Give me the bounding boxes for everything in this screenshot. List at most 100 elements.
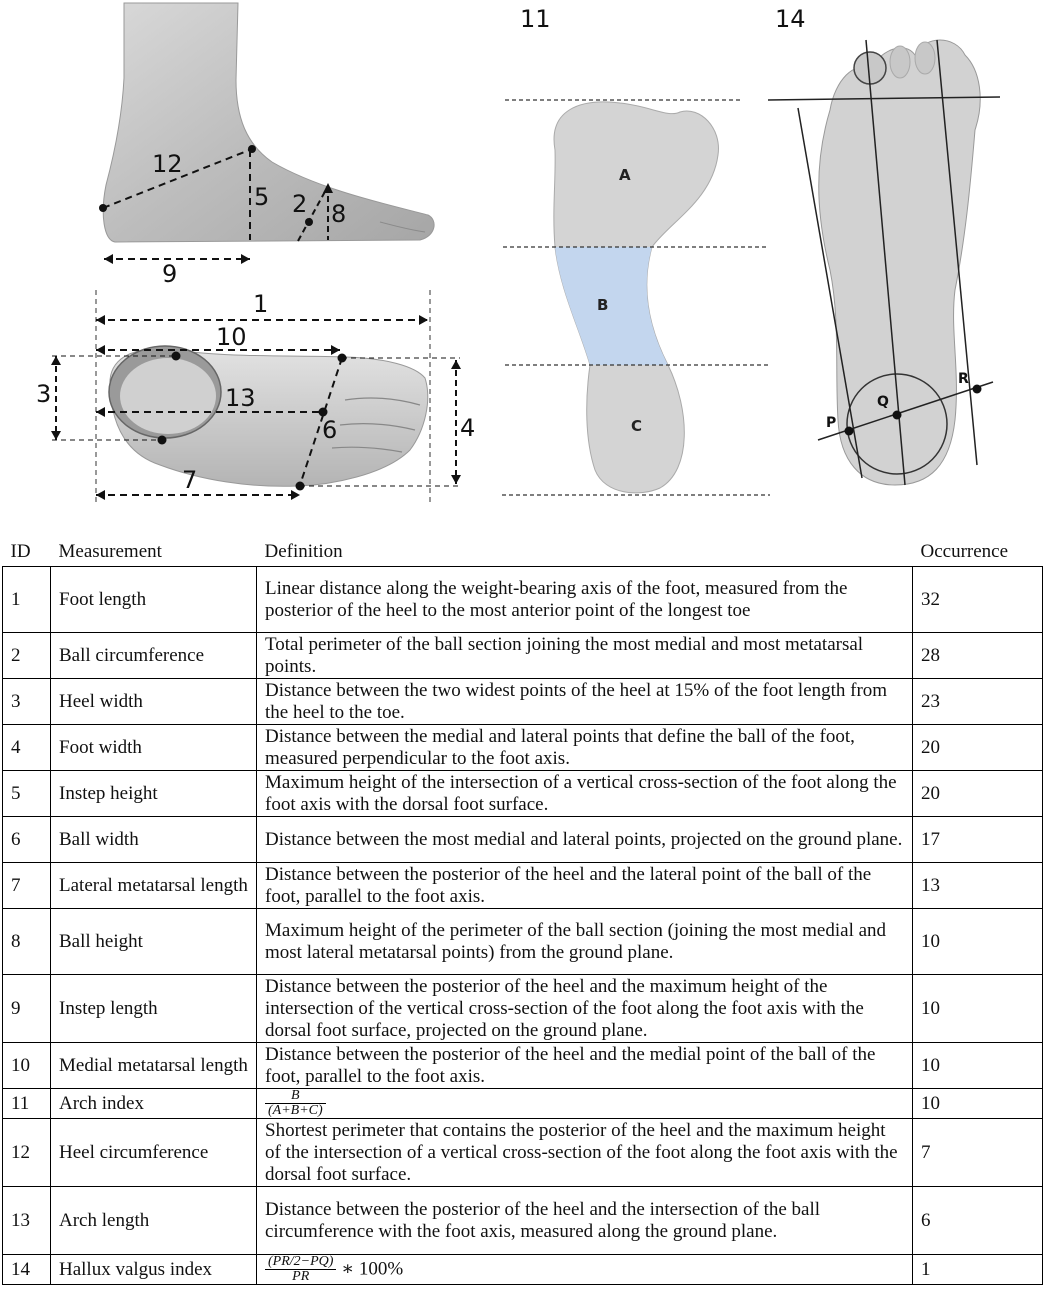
row-definition: Distance between the medial and lateral … xyxy=(256,724,913,771)
arch-index-panel: 11 A B C xyxy=(502,5,770,496)
row-measurement: Arch index xyxy=(50,1088,257,1119)
row-occurrence: 17 xyxy=(912,816,1043,863)
row-id: 6 xyxy=(2,816,51,863)
hallux-point-q: Q xyxy=(877,394,889,410)
row-measurement: Foot width xyxy=(50,724,257,771)
row-definition: Distance between the posterior of the he… xyxy=(256,862,913,909)
row-definition: Distance between the most medial and lat… xyxy=(256,816,913,863)
row-id: 5 xyxy=(2,770,51,817)
row-measurement: Hallux valgus index xyxy=(50,1254,257,1285)
row-definition: Distance between the posterior of the he… xyxy=(256,1186,913,1255)
row-measurement: Foot length xyxy=(50,566,257,633)
top-label-13: 13 xyxy=(225,384,256,412)
header-definition: Definition xyxy=(256,538,913,567)
side-label-12: 12 xyxy=(152,150,183,178)
formula-denominator: (A+B+C) xyxy=(265,1103,326,1118)
row-definition: Maximum height of the perimeter of the b… xyxy=(256,908,913,975)
row-id: 9 xyxy=(2,974,51,1043)
top-label-4: 4 xyxy=(460,414,475,442)
table-header-row: ID Measurement Definition Occurrence xyxy=(2,538,1043,567)
row-measurement: Ball height xyxy=(50,908,257,975)
row-id: 12 xyxy=(2,1118,51,1187)
foot-measurement-figure: 12 5 2 8 9 1 10 3 xyxy=(36,2,1001,505)
row-id: 13 xyxy=(2,1186,51,1255)
hallux-point-p: P xyxy=(826,415,836,431)
hallux-point-r: R xyxy=(958,371,969,387)
header-measurement: Measurement xyxy=(50,538,257,567)
top-label-1: 1 xyxy=(253,290,268,318)
row-id: 11 xyxy=(2,1088,51,1119)
row-definition: Total perimeter of the ball section join… xyxy=(256,632,913,679)
row-occurrence: 7 xyxy=(912,1118,1043,1187)
formula-numerator: (PR/2−PQ) xyxy=(268,1254,334,1269)
side-label-2: 2 xyxy=(292,190,307,218)
side-label-8: 8 xyxy=(331,200,346,228)
row-measurement: Lateral metatarsal length xyxy=(50,862,257,909)
formula-fraction: (PR/2−PQ)PR xyxy=(265,1254,337,1284)
arch-segment-c: C xyxy=(631,417,642,435)
row-occurrence: 20 xyxy=(912,770,1043,817)
row-occurrence: 28 xyxy=(912,632,1043,679)
top-label-6: 6 xyxy=(322,416,337,444)
row-occurrence: 13 xyxy=(912,862,1043,909)
row-measurement: Ball width xyxy=(50,816,257,863)
row-occurrence: 10 xyxy=(912,908,1043,975)
row-definition: Linear distance along the weight-bearing… xyxy=(256,566,913,633)
row-measurement: Ball circumference xyxy=(50,632,257,679)
row-id: 14 xyxy=(2,1254,51,1285)
hallux-valgus-panel: 14 P Q R xyxy=(767,5,1001,486)
arch-panel-number: 11 xyxy=(520,5,551,33)
header-occurrence: Occurrence xyxy=(912,538,1043,567)
row-occurrence: 10 xyxy=(912,974,1043,1043)
top-label-3: 3 xyxy=(36,380,51,408)
row-occurrence: 20 xyxy=(912,724,1043,771)
row-measurement: Medial metatarsal length xyxy=(50,1042,257,1089)
row-measurement: Heel width xyxy=(50,678,257,725)
row-occurrence: 10 xyxy=(912,1042,1043,1089)
row-id: 10 xyxy=(2,1042,51,1089)
row-id: 4 xyxy=(2,724,51,771)
header-id: ID xyxy=(2,538,51,567)
row-measurement: Heel circumference xyxy=(50,1118,257,1187)
row-id: 3 xyxy=(2,678,51,725)
top-label-10: 10 xyxy=(216,323,247,351)
row-occurrence: 23 xyxy=(912,678,1043,725)
row-definition: Distance between the two widest points o… xyxy=(256,678,913,725)
row-definition: Maximum height of the intersection of a … xyxy=(256,770,913,817)
row-definition: Distance between the posterior of the he… xyxy=(256,974,913,1043)
hallux-panel-number: 14 xyxy=(775,5,806,33)
arch-segment-b: B xyxy=(597,296,608,314)
row-measurement: Instep length xyxy=(50,974,257,1043)
row-id: 1 xyxy=(2,566,51,633)
row-occurrence: 32 xyxy=(912,566,1043,633)
formula-tail: ∗ 100% xyxy=(341,1258,404,1280)
row-measurement: Arch length xyxy=(50,1186,257,1255)
side-label-5: 5 xyxy=(254,183,269,211)
side-label-9: 9 xyxy=(162,260,177,288)
formula-fraction: B(A+B+C) xyxy=(265,1089,326,1118)
row-id: 8 xyxy=(2,908,51,975)
row-definition: Distance between the posterior of the he… xyxy=(256,1042,913,1089)
row-id: 2 xyxy=(2,632,51,679)
row-occurrence: 1 xyxy=(912,1254,1043,1285)
formula-numerator: B xyxy=(291,1088,300,1103)
arch-segment-a: A xyxy=(619,166,631,184)
formula-denominator: PR xyxy=(265,1269,337,1284)
